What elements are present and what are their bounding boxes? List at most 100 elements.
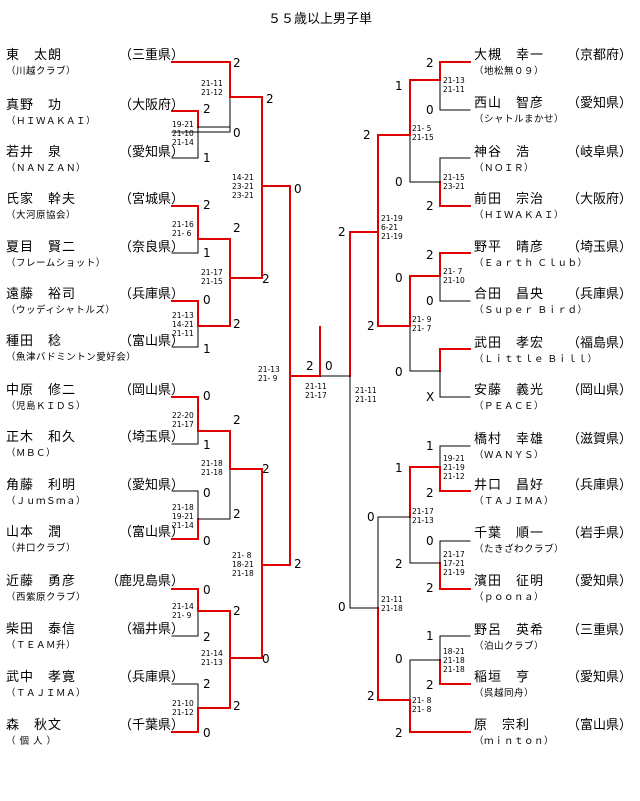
game-score: 21- 9 [412,315,432,324]
player-club: （ＰＥＡＣＥ） [474,401,545,412]
player-club: （魚津バドミントン愛好会） [6,352,137,363]
bracket-line [377,516,411,609]
bracket-line [171,490,199,520]
bracket-line [439,348,471,372]
player-prefecture: （富山県） [566,718,632,733]
player-prefecture: （宮城県） [118,192,184,207]
player-club: （ＴＡＪＩＭＡ） [6,688,87,699]
player-club: （シャトルまかせ） [474,114,565,125]
player-club: （西紫原クラブ） [6,592,87,603]
bracket-line [229,96,263,187]
player-name: 野呂 英希 [474,623,545,638]
player-name: 千葉 順一 [474,526,545,541]
player-name: 正木 和久 [6,430,77,445]
match-score: 2 [395,726,403,740]
bracket-line [171,61,231,98]
player-prefecture: （愛知県） [118,478,184,493]
match-score: 0 [426,103,434,117]
match-score: 1 [203,246,211,260]
match-scores: 2 2 0 1 2 0 2 2 1 2 0 1 2 0 2 1 2 0 2 0 … [203,56,434,740]
match-score: 2 [233,221,241,235]
match-score: 0 [395,365,403,379]
player-club: （川越クラブ） [6,66,77,77]
game-score: 21-17 [443,550,465,559]
bracket-line [377,607,411,701]
match-score: 0 [395,175,403,189]
player-prefecture: （埼玉県） [566,240,632,255]
game-score: 21- 9 [172,611,192,620]
game-score: 23-21 [443,182,465,191]
bracket-line [197,238,231,279]
bracket-line [171,96,231,133]
player-club: （ＷＡＮＹＳ） [474,450,545,461]
game-score: 21- 8 [232,551,252,560]
match-score: 0 [203,534,211,548]
game-score: 21-11 [355,386,377,395]
match-score: X [426,390,434,404]
player-prefecture: （兵庫県） [566,287,632,302]
match-score: 0 [203,583,211,597]
game-score: 21-13 [201,658,223,667]
match-score: 0 [203,486,211,500]
player-club: （Ｌｉｔｔｌｅ Ｂｉｌｌ） [474,354,598,365]
player-name: 真野 功 [6,98,63,113]
bracket-line [439,370,471,398]
game-score: 14-21 [172,320,194,329]
player-name: 近藤 勇彦 [6,574,77,589]
game-score: 21-11 [355,395,377,404]
player-name: 合田 昌央 [474,287,545,302]
game-score: 19-21 [172,120,194,129]
game-score: 21-18 [443,665,465,674]
player-club: （Ｅａｒｔｈ Ｃｌｕｂ） [474,258,588,269]
game-score: 21- 7 [443,267,463,276]
game-score: 21-15 [201,277,223,286]
player-prefecture: （岡山県） [566,383,632,398]
match-score: 2 [426,486,434,500]
game-score: 21-11 [305,382,327,391]
bracket-line [197,610,231,659]
bracket-line [171,430,199,445]
match-score: 2 [203,198,211,212]
game-score: 21-10 [172,129,194,138]
match-score: 2 [363,128,371,142]
bracket-line [171,205,199,240]
game-score: 21-19 [443,568,465,577]
player-club: （ＪｕｍＳｍａ） [6,496,87,507]
bracket-line [439,659,471,685]
player-club: （大河原協会） [6,210,77,221]
match-score: 2 [203,630,211,644]
player-name: 安藤 義光 [474,383,545,398]
bracket-line [409,134,441,183]
game-score: 22-20 [172,411,194,420]
match-score: 2 [233,56,241,70]
match-score: 0 [203,726,211,740]
match-score: 2 [233,507,241,521]
game-score: 21-13 [172,311,194,320]
bracket-line [409,275,441,327]
game-score: 18-21 [232,560,254,569]
game-score: 21-12 [201,88,223,97]
bracket-line [197,430,231,470]
match-score: 2 [426,199,434,213]
player-club: （ＴＥＡＭ升） [6,640,77,651]
player-prefecture: （三重県） [566,623,632,638]
game-score: 21-10 [172,699,194,708]
match-score: 0 [395,652,403,666]
player-name: 角藤 利明 [6,478,77,493]
game-score: 21-10 [443,276,465,285]
match-score: 1 [203,438,211,452]
player-prefecture: （愛知県） [566,96,632,111]
game-score: 21-12 [172,708,194,717]
bracket-line [439,157,471,183]
left-bracket-lines [171,61,351,733]
bracket-line [377,231,411,327]
bracket-line [439,635,471,661]
game-score: 21-18 [232,569,254,578]
player-name: 井口 昌好 [474,478,545,493]
bracket-line [171,396,199,432]
player-prefecture: （大阪府） [566,192,632,207]
game-score: 21-14 [172,138,194,147]
bracket-line [197,657,231,709]
game-score: 21-17 [201,268,223,277]
game-score: 21-11 [381,595,403,604]
